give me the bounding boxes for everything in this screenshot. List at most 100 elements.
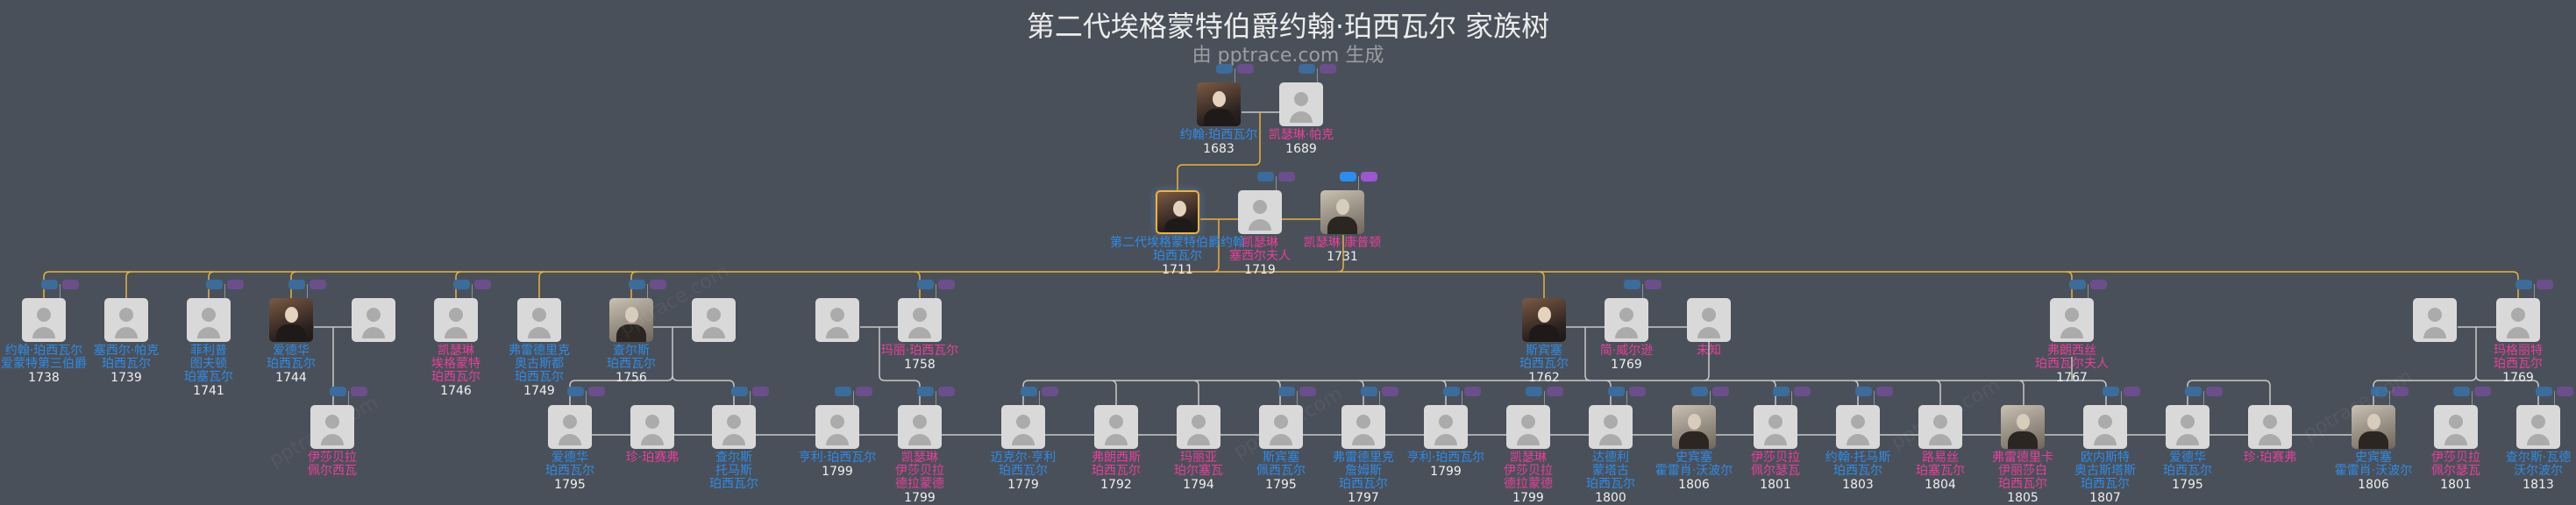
person-name[interactable]: 珀西瓦尔夫人 xyxy=(2035,357,2109,371)
person-name[interactable]: 斯宾塞 xyxy=(1263,451,1299,465)
person-node[interactable] xyxy=(2413,298,2457,342)
show-father-badge[interactable] xyxy=(1257,172,1274,181)
show-father-badge[interactable] xyxy=(2185,387,2202,396)
show-mother-badge[interactable] xyxy=(227,280,244,289)
person-name[interactable]: 珀西瓦尔 xyxy=(1998,477,2047,491)
show-mother-badge[interactable] xyxy=(2392,387,2409,396)
show-father-badge[interactable] xyxy=(288,280,305,289)
show-mother-badge[interactable] xyxy=(1547,387,1563,396)
avatar-placeholder-icon[interactable] xyxy=(692,298,736,342)
show-mother-badge[interactable] xyxy=(1382,387,1398,396)
person-label[interactable]: 未知 xyxy=(1634,345,1783,358)
avatar-placeholder-icon[interactable] xyxy=(104,298,148,342)
person-name[interactable]: 凯瑟琳·帕克 xyxy=(1268,128,1334,142)
show-mother-badge[interactable] xyxy=(310,280,326,289)
show-mother-badge[interactable] xyxy=(62,280,79,289)
person-name[interactable]: 伊莎贝拉 xyxy=(1751,451,1800,465)
show-mother-badge[interactable] xyxy=(1629,387,1646,396)
person-name[interactable]: 斯宾塞 xyxy=(1526,344,1562,358)
avatar-placeholder-icon[interactable] xyxy=(187,298,231,342)
avatar-placeholder-icon[interactable] xyxy=(1918,405,1962,449)
show-father-badge[interactable] xyxy=(41,280,58,289)
avatar-placeholder-icon[interactable] xyxy=(2166,405,2210,449)
person-name[interactable]: 珍·珀赛弗 xyxy=(2243,451,2297,465)
show-mother-badge[interactable] xyxy=(588,387,605,396)
avatar-placeholder-icon[interactable] xyxy=(310,405,354,449)
person-name[interactable]: 图夫顿 xyxy=(190,357,227,371)
person-name[interactable]: 伊莎贝拉 xyxy=(308,451,357,465)
person-name[interactable]: 凯瑟琳 xyxy=(1510,451,1547,465)
show-father-badge[interactable] xyxy=(1773,387,1790,396)
person-name[interactable]: 埃格蒙特 xyxy=(431,357,480,371)
person-name[interactable]: 佩尔瑟瓦 xyxy=(1751,464,1800,478)
show-mother-badge[interactable] xyxy=(938,387,955,396)
person-name[interactable]: 凯瑟琳·康普顿 xyxy=(1303,236,1382,250)
person-name[interactable]: 伊丽莎白 xyxy=(1998,464,2047,478)
show-mother-badge[interactable] xyxy=(856,387,872,396)
show-mother-badge[interactable] xyxy=(938,280,955,289)
avatar-placeholder-icon[interactable] xyxy=(434,298,478,342)
person-name[interactable]: 约翰·珀西瓦尔 xyxy=(4,344,83,358)
person-name[interactable]: 达德利 xyxy=(1592,451,1629,465)
avatar-placeholder-icon[interactable] xyxy=(712,405,756,449)
avatar-placeholder-icon[interactable] xyxy=(1341,405,1385,449)
show-mother-badge[interactable] xyxy=(351,387,367,396)
person-name[interactable]: 路易丝 xyxy=(1922,451,1959,465)
person-node[interactable]: 未知 xyxy=(1687,298,1731,358)
show-father-badge[interactable] xyxy=(1855,387,1872,396)
show-father-badge[interactable] xyxy=(2516,280,2532,289)
person-name[interactable]: 亨利·珀西瓦尔 xyxy=(798,451,877,465)
show-mother-badge[interactable] xyxy=(1712,387,1729,396)
person-name[interactable]: 托马斯 xyxy=(715,464,752,478)
person-name[interactable]: 玛格丽特 xyxy=(2494,344,2543,358)
person-name[interactable]: 凯瑟琳 xyxy=(438,344,474,358)
person-name[interactable]: 查尔斯 xyxy=(613,344,650,358)
person-name[interactable]: 凯瑟琳 xyxy=(901,451,938,465)
show-mother-badge[interactable] xyxy=(2124,387,2140,396)
person-name[interactable]: 玛丽·珀西瓦尔 xyxy=(880,344,959,358)
person-name[interactable]: 史宾塞 xyxy=(1676,451,1712,465)
show-mother-badge[interactable] xyxy=(1794,387,1811,396)
person-name[interactable]: 弗雷德里克 xyxy=(509,344,570,358)
show-father-badge[interactable] xyxy=(1526,387,1542,396)
show-mother-badge[interactable] xyxy=(752,387,769,396)
show-mother-badge[interactable] xyxy=(1645,280,1662,289)
person-name[interactable]: 珀塞瓦尔 xyxy=(1916,464,1965,478)
avatar-placeholder-icon[interactable] xyxy=(1001,405,1045,449)
show-father-badge[interactable] xyxy=(1278,387,1295,396)
person-name[interactable]: 爱蒙特第三伯爵 xyxy=(1,357,87,371)
person-name[interactable]: 奥古斯塔斯 xyxy=(2074,464,2136,478)
person-name[interactable]: 菲利普 xyxy=(190,344,227,358)
show-father-badge[interactable] xyxy=(330,387,346,396)
avatar-placeholder-icon[interactable] xyxy=(517,298,561,342)
person-name[interactable]: 沃尔波尔 xyxy=(2514,464,2563,478)
person-name[interactable]: 珀西瓦尔 xyxy=(1339,477,1388,491)
show-father-badge[interactable] xyxy=(2069,280,2086,289)
person-name[interactable]: 弗雷德里克 xyxy=(1333,451,1394,465)
person-name[interactable]: 迈克尔·亨利 xyxy=(990,451,1057,465)
show-mother-badge[interactable] xyxy=(1876,387,1893,396)
person-name[interactable]: 爱德华 xyxy=(551,451,588,465)
